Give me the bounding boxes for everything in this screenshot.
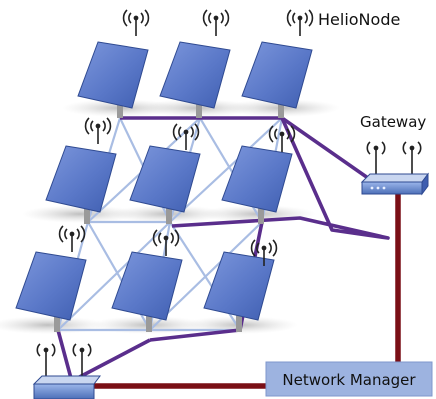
solar-panel — [45, 145, 117, 224]
solar-panel — [77, 41, 149, 118]
network-manager-label: Network Manager — [282, 371, 416, 389]
solar-panel — [129, 145, 201, 224]
solar-panel — [203, 251, 275, 332]
solar-panel — [159, 41, 231, 118]
router-icon — [360, 141, 429, 196]
gateway-label: Gateway — [360, 113, 426, 131]
radio-antenna-icon — [202, 9, 230, 36]
radio-antenna-icon — [122, 9, 150, 36]
solar-panel — [241, 41, 313, 118]
solar-panel — [221, 145, 293, 224]
solar-panel-array — [15, 41, 313, 332]
backhaul-links — [94, 190, 401, 389]
radio-antenna-icon — [84, 117, 112, 144]
solar-panel — [111, 251, 183, 332]
helionode-label: HelioNode — [318, 10, 400, 29]
router-icon — [32, 343, 101, 399]
radio-antenna-icon — [286, 9, 314, 36]
solar-panel — [15, 251, 87, 332]
network-manager-box: Network Manager — [265, 361, 433, 397]
